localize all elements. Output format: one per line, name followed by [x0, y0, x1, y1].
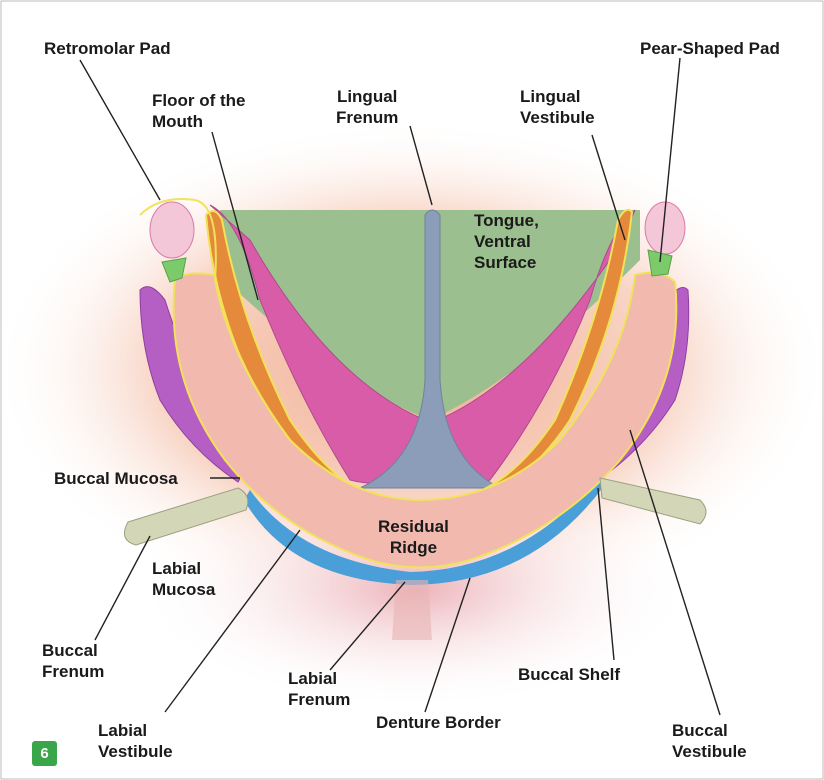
label-lingual-frenum: Lingual Frenum — [336, 86, 398, 128]
label-buccal-frenum: Buccal Frenum — [42, 640, 104, 682]
label-buccal-shelf: Buccal Shelf — [518, 664, 620, 685]
label-lingual-frenum-line1: Lingual — [336, 86, 398, 107]
label-lingual-frenum-line2: Frenum — [336, 107, 398, 128]
figure-number-badge: 6 — [32, 741, 57, 766]
label-labial-vestibule: Labial Vestibule — [98, 720, 173, 762]
label-lingual-vestibule-line2: Vestibule — [520, 107, 595, 128]
label-labial-mucosa-line1: Labial — [152, 558, 215, 579]
label-buccal-frenum-line1: Buccal — [42, 640, 104, 661]
label-denture-border: Denture Border — [376, 712, 501, 733]
label-labial-frenum-line1: Labial — [288, 668, 350, 689]
label-lingual-vestibule-line1: Lingual — [520, 86, 595, 107]
labial-frenum-tab — [392, 580, 432, 640]
label-buccal-vestibule-line1: Buccal — [672, 720, 747, 741]
label-labial-frenum-line2: Frenum — [288, 689, 350, 710]
label-labial-mucosa: Labial Mucosa — [152, 558, 215, 600]
label-residual-ridge-line1: Residual — [378, 516, 449, 537]
label-tongue-line2: Ventral — [474, 231, 539, 252]
label-buccal-vestibule: Buccal Vestibule — [672, 720, 747, 762]
label-buccal-frenum-line2: Frenum — [42, 661, 104, 682]
label-labial-mucosa-line2: Mucosa — [152, 579, 215, 600]
label-tongue-line1: Tongue, — [474, 210, 539, 231]
label-buccal-mucosa: Buccal Mucosa — [54, 468, 178, 489]
label-floor-of-mouth-line2: Mouth — [152, 111, 245, 132]
label-floor-of-mouth: Floor of the Mouth — [152, 90, 245, 132]
retromolar-pad-left — [150, 202, 194, 258]
label-labial-frenum: Labial Frenum — [288, 668, 350, 710]
label-labial-vestibule-line2: Vestibule — [98, 741, 173, 762]
label-residual-ridge: Residual Ridge — [378, 516, 449, 558]
label-lingual-vestibule: Lingual Vestibule — [520, 86, 595, 128]
label-buccal-vestibule-line2: Vestibule — [672, 741, 747, 762]
label-pear-shaped-pad: Pear-Shaped Pad — [640, 38, 780, 59]
label-tongue-line3: Surface — [474, 252, 539, 273]
label-labial-vestibule-line1: Labial — [98, 720, 173, 741]
label-floor-of-mouth-line1: Floor of the — [152, 90, 245, 111]
label-residual-ridge-line2: Ridge — [378, 537, 449, 558]
label-retromolar-pad: Retromolar Pad — [44, 38, 171, 59]
label-tongue-ventral-surface: Tongue, Ventral Surface — [474, 210, 539, 273]
